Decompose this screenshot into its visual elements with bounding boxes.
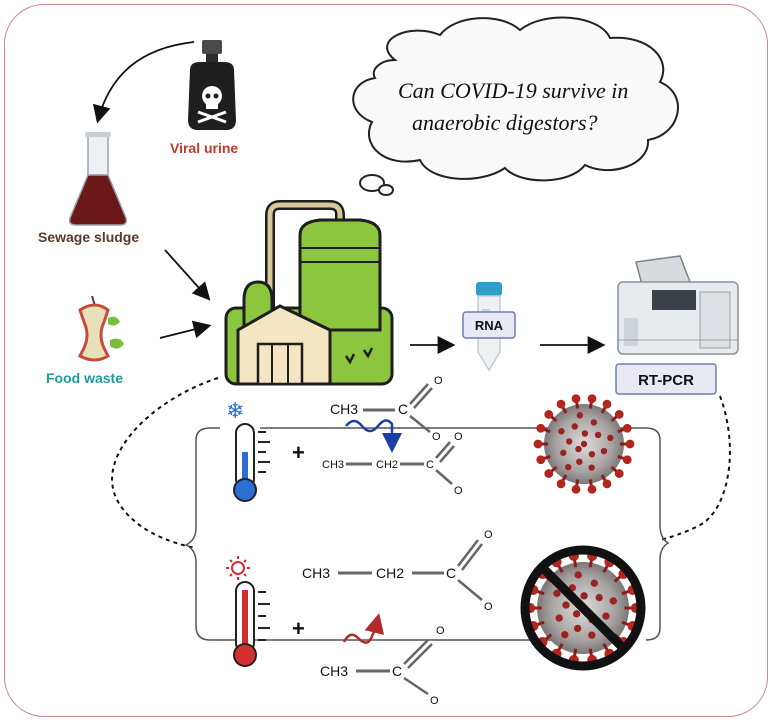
rna-label-box — [462, 311, 516, 339]
low-acetate-c: C — [398, 401, 408, 417]
low-temp-acetate: CH3 C O O — [330, 375, 443, 443]
low-acetate-o-bottom: O — [432, 431, 441, 443]
low-temp-conversion-arrow — [345, 419, 402, 453]
high-acetate-o-bottom: O — [430, 695, 439, 707]
viral-urine-label: Viral urine — [170, 140, 238, 156]
food-to-plant-arrow — [159, 320, 212, 339]
low-acetate-ch3: CH3 — [330, 401, 358, 417]
cold-thermometer-icon: ❄ — [226, 399, 270, 502]
high-propionate-o-top: O — [484, 529, 493, 541]
low-acetate-o-top: O — [434, 375, 443, 387]
coronavirus-icon — [533, 394, 635, 494]
high-propionate-o-bottom: O — [484, 601, 493, 613]
inactivated-coronavirus-icon — [520, 545, 646, 671]
prohibition-slash — [538, 563, 628, 653]
high-propionate-c: C — [446, 565, 456, 581]
poison-bottle-icon — [188, 40, 236, 130]
low-temp-plus: + — [292, 440, 305, 465]
high-temp-conversion-arrow — [342, 613, 385, 644]
urine-to-sludge-arrow — [93, 41, 195, 124]
low-propionate-o-bottom: O — [454, 485, 463, 497]
rna-label: RNA — [475, 318, 504, 333]
high-acetate-ch3: CH3 — [320, 663, 348, 679]
high-propionate-ch3: CH3 — [302, 565, 330, 581]
rtpcr-label-box — [615, 363, 717, 395]
low-propionate-c: C — [426, 459, 434, 471]
thought-line-2: anaerobic digestors? — [412, 110, 598, 135]
thought-bubble: Can COVID-19 survive in anaerobic digest… — [352, 16, 679, 196]
figure-frame — [4, 4, 768, 717]
sludge-flask-icon — [68, 132, 128, 226]
left-bracket — [184, 427, 600, 641]
snowflake-icon: ❄ — [226, 399, 244, 424]
sun-icon — [226, 556, 250, 580]
anaerobic-digester-icon — [224, 200, 394, 386]
sewage-sludge-label: Sewage sludge — [38, 229, 139, 245]
thought-line-1: Can COVID-19 survive in — [398, 78, 628, 103]
prohibition-ring — [520, 545, 646, 671]
hot-thermometer-icon — [226, 556, 270, 667]
high-acetate-c: C — [392, 663, 402, 679]
high-propionate-ch2: CH2 — [376, 565, 404, 581]
plant-dashed-connector — [111, 377, 219, 549]
food-waste-label: Food waste — [46, 370, 123, 386]
rtpcr-label: RT-PCR — [638, 372, 694, 389]
right-bracket — [536, 427, 670, 641]
high-acetate-o-top: O — [436, 625, 445, 637]
low-propionate-ch3: CH3 — [322, 459, 344, 471]
low-propionate-o-top: O — [454, 431, 463, 443]
low-propionate-ch2: CH2 — [376, 459, 398, 471]
low-temp-propionate: CH3 CH2 C O O — [322, 431, 463, 497]
sludge-to-plant-arrow — [164, 249, 211, 301]
rtpcr-machine-icon — [617, 255, 739, 355]
high-temp-propionate: CH3 CH2 C O O — [302, 529, 493, 613]
apple-core-icon — [78, 295, 124, 362]
high-temp-acetate: CH3 C O O — [320, 625, 445, 707]
high-temp-plus: + — [292, 616, 305, 641]
pcr-dashed-connector — [659, 395, 731, 541]
